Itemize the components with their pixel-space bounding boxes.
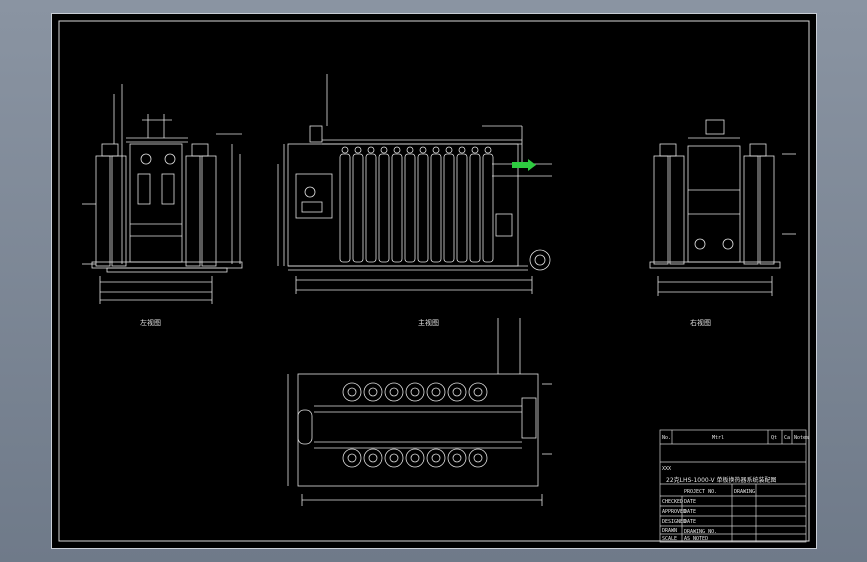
top-port-inner (410, 453, 420, 463)
inner-frame (58, 20, 810, 542)
plate-cylinder (430, 153, 442, 263)
tb-drawing-title: 22克LHS-1000-V 单板换热器系统装配图 (666, 477, 777, 484)
plate-cylinder (365, 153, 377, 263)
top-port-ring (384, 448, 404, 468)
top-port-inner (431, 387, 441, 397)
plate-nozzle (380, 146, 388, 154)
top-port-ring (342, 448, 362, 468)
green-arrow-marker (512, 159, 536, 171)
top-port-inner (368, 453, 378, 463)
top-port-inner (473, 387, 483, 397)
tb-drawing-no-label: DRAWING NO. (684, 529, 718, 535)
right-view-label: 右视图 (690, 319, 711, 327)
plate-cylinder (417, 153, 429, 263)
tb-row-designed-value: DATE (684, 519, 697, 525)
tb-row-checked-value: DATE (684, 499, 697, 505)
plate-nozzle (484, 146, 492, 154)
plate-cylinder (339, 153, 351, 263)
plate-nozzle (367, 146, 375, 154)
drawing-sheet: 左视图 主视图 右视图 No. Mtrl Qt Ca Notes XXX 22克… (51, 13, 817, 549)
plate-nozzle (341, 146, 349, 154)
tb-company: XXX (662, 466, 672, 472)
tb-header-ca: Ca (784, 435, 791, 441)
tb-project-no-label: PROJECT NO. (684, 489, 718, 495)
tb-drawing-label: DRAWING (734, 489, 756, 495)
plate-cylinder (378, 153, 390, 263)
plate-cylinder (404, 153, 416, 263)
main-view-label: 主视图 (418, 319, 439, 327)
tb-row-drawn: DRAWN (662, 528, 678, 534)
top-port-ring (468, 382, 488, 402)
top-port-ring (468, 448, 488, 468)
top-port-ring (384, 382, 404, 402)
tb-header-no: No. (662, 435, 672, 441)
plate-nozzle (432, 146, 440, 154)
plate-cylinder (352, 153, 364, 263)
tb-header-notes: Notes (794, 435, 810, 441)
main-view (277, 74, 552, 294)
top-port-ring (426, 448, 446, 468)
plate-nozzle (471, 146, 479, 154)
plate-cylinder (456, 153, 468, 263)
top-port-ring (405, 448, 425, 468)
right-view (649, 119, 796, 296)
title-block-lines (659, 429, 807, 543)
tb-row-approved-value: DATE (684, 509, 697, 515)
top-port-ring (405, 382, 425, 402)
top-port-inner (410, 387, 420, 397)
tb-row-designed: DESIGNED (662, 519, 687, 525)
plate-nozzle (406, 146, 414, 154)
tb-row-approved: APPROVED (662, 509, 687, 515)
top-port-inner (347, 387, 357, 397)
top-port-ring (426, 382, 446, 402)
top-port-ring (447, 382, 467, 402)
plate-cylinder (443, 153, 455, 263)
top-port-inner (473, 453, 483, 463)
top-view (287, 318, 552, 506)
plate-nozzle (458, 146, 466, 154)
plate-cylinder (469, 153, 481, 263)
plate-nozzle (445, 146, 453, 154)
top-port-inner (452, 453, 462, 463)
top-port-inner (389, 453, 399, 463)
top-port-ring (363, 382, 383, 402)
tb-row-checked: CHECKED (662, 499, 684, 505)
drawing-canvas (58, 20, 810, 543)
plate-nozzle (419, 146, 427, 154)
top-port-ring (363, 448, 383, 468)
top-port-inner (347, 453, 357, 463)
left-view-label: 左视图 (140, 319, 161, 327)
tb-header-mtrl: Mtrl (712, 435, 725, 441)
top-port-inner (368, 387, 378, 397)
tb-header-qt: Qt (771, 435, 778, 441)
top-port-ring (342, 382, 362, 402)
plate-nozzle (393, 146, 401, 154)
plate-nozzle (354, 146, 362, 154)
top-port-inner (389, 387, 399, 397)
top-port-inner (452, 387, 462, 397)
tb-row-scale-value: AS NOTED (684, 536, 709, 542)
tb-row-scale: SCALE (662, 536, 678, 542)
plate-cylinder (482, 153, 494, 263)
left-view (82, 84, 243, 304)
plate-cylinder (391, 153, 403, 263)
top-port-inner (431, 453, 441, 463)
top-port-ring (447, 448, 467, 468)
